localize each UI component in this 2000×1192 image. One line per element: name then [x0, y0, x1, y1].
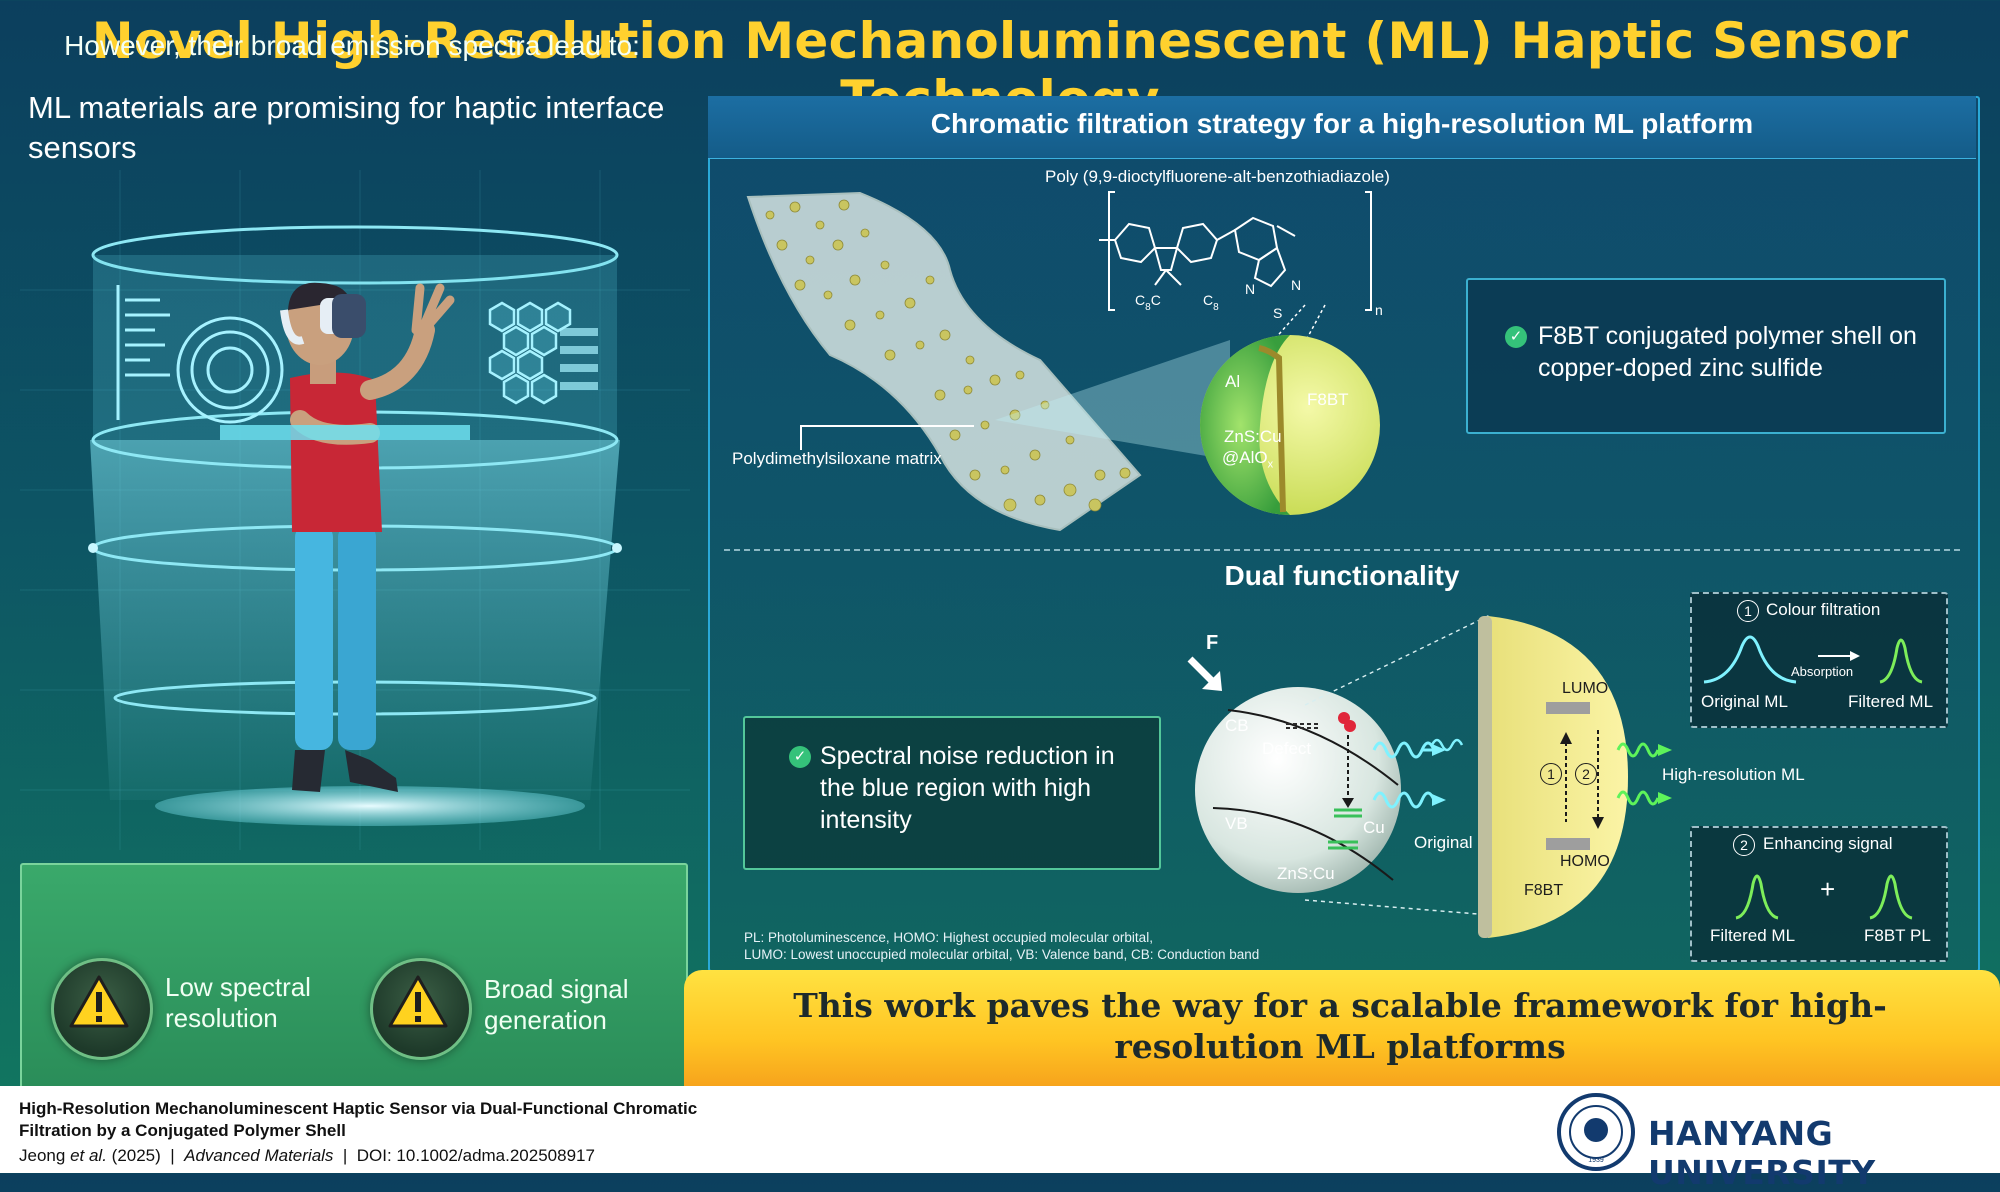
limitation-label-2: Broad signal generation	[484, 974, 629, 1035]
noise-reduction-text: Spectral noise reduction in the blue reg…	[820, 742, 1115, 834]
dual-title: Dual functionality	[1224, 560, 1460, 591]
vb-label: VB	[1225, 814, 1248, 833]
high-resolution-ml-label: High-resolution ML	[1662, 765, 1805, 784]
blue-wave-arrows	[1430, 738, 1464, 752]
f8bt-shell-box	[1466, 278, 1946, 434]
chromatic-header-bar	[708, 96, 1976, 159]
plus-symbol: +	[1820, 874, 1836, 904]
band-diagram-sphere	[1195, 687, 1401, 893]
f8bt-shell-text: F8BT conjugated polymer shell on copper-…	[1538, 322, 1917, 382]
force-arrow-icon	[1187, 656, 1222, 691]
warning-icon	[388, 975, 448, 1028]
university-name: HANYANG UNIVERSITY	[1648, 1114, 1876, 1192]
colour-filtered-ml-label: Filtered ML	[1848, 692, 1934, 711]
warning-icon	[69, 975, 129, 1028]
polymer-name: Poly (9,9-dioctylfluorene-alt-benzothiad…	[1045, 167, 1390, 186]
homo-label: HOMO	[1560, 853, 1610, 870]
vr-user-illustration	[20, 170, 690, 850]
cb-label: CB	[1225, 716, 1249, 735]
limitations-title: However, their broad emission spectra le…	[64, 30, 640, 61]
lumo-label: LUMO	[1562, 680, 1609, 697]
enhance-filtered-ml-label: Filtered ML	[1710, 926, 1796, 945]
pdms-leader-line	[800, 425, 974, 450]
enhancing-signal-title: Enhancing signal	[1763, 834, 1893, 853]
chromatic-title: Chromatic filtration strategy for a high…	[930, 108, 1754, 139]
abbreviations-line-2: LUMO: Lowest unoccupied molecular orbita…	[744, 947, 1260, 962]
alkyl-chain-1: C8C	[1135, 292, 1161, 313]
check-icon: ✓	[789, 746, 811, 768]
enhance-step-badge: 2	[1733, 834, 1755, 856]
colour-filtration-spectra	[1703, 635, 1923, 684]
noise-reduction-box	[743, 716, 1161, 870]
colour-original-ml-label: Original ML	[1701, 692, 1788, 711]
limitation-label-1: Low spectral resolution	[165, 972, 311, 1033]
repeat-n: n	[1375, 302, 1383, 318]
step-2-badge: 2	[1575, 763, 1597, 785]
blue-emission-waves	[1372, 741, 1446, 809]
doi-link[interactable]: DOI: 10.1002/adma.202508917	[356, 1146, 595, 1165]
paper-title: High-Resolution Mechanoluminescent Hapti…	[19, 1098, 779, 1142]
cu-label: Cu	[1363, 818, 1385, 837]
sphere-core-label: ZnS:Cu	[1224, 427, 1282, 446]
green-emission-waves	[1616, 742, 1672, 806]
sphere-alox-label: @AlOx	[1222, 448, 1274, 471]
conclusion-banner	[684, 970, 2000, 1086]
conclusion-text: This work paves the way for a scalable f…	[793, 986, 1887, 1066]
citation-line: Jeong et al. (2025) | Advanced Materials…	[19, 1146, 595, 1165]
alkyl-chain-2: C8	[1203, 292, 1219, 313]
paper-title-line-1: High-Resolution Mechanoluminescent Hapti…	[19, 1099, 698, 1118]
sulfur: S	[1273, 305, 1282, 321]
nitrogen-1: N	[1245, 281, 1255, 297]
footer-bar	[0, 1086, 2000, 1173]
left-intro-text: ML materials are promising for haptic in…	[28, 90, 665, 165]
sphere-f8bt-label: F8BT	[1307, 390, 1349, 409]
colour-filtration-title: Colour filtration	[1766, 600, 1881, 619]
seal-year: 1939	[1588, 1157, 1604, 1164]
paper-title-line-2: Filtration by a Conjugated Polymer Shell	[19, 1121, 346, 1140]
f8bt-half-label: F8BT	[1524, 882, 1564, 899]
enhancing-signal-spectra	[1735, 874, 1913, 920]
abbreviations-line-1: PL: Photoluminescence, HOMO: Highest occ…	[744, 930, 1153, 945]
absorption-label: Absorption	[1791, 664, 1854, 679]
zoom-dotted-lines	[1304, 614, 1491, 916]
pdms-film-illustration	[746, 191, 1142, 532]
check-icon: ✓	[1505, 326, 1527, 348]
colour-filtration-box	[1690, 592, 1948, 728]
pdms-label: Polydimethylsiloxane matrix	[732, 449, 942, 468]
warning-badge-1	[51, 958, 153, 1060]
enhance-f8bt-pl-label: F8BT PL	[1864, 926, 1931, 945]
hanyang-seal-logo: 1939	[1557, 1093, 1635, 1171]
defect-label: Defect	[1262, 739, 1312, 758]
colour-step-badge: 1	[1737, 600, 1759, 622]
zns-band-label: ZnS:Cu	[1277, 864, 1335, 883]
step-1-badge: 1	[1540, 763, 1562, 785]
polymer-structure: C8C C8 N N S n	[1099, 191, 1383, 321]
nitrogen-2: N	[1291, 277, 1301, 293]
core-shell-sphere	[1200, 335, 1380, 515]
sphere-al-label: Al	[1225, 372, 1241, 391]
section-divider	[724, 549, 1960, 551]
force-label: F	[1206, 632, 1219, 654]
magnify-beam	[995, 340, 1230, 460]
